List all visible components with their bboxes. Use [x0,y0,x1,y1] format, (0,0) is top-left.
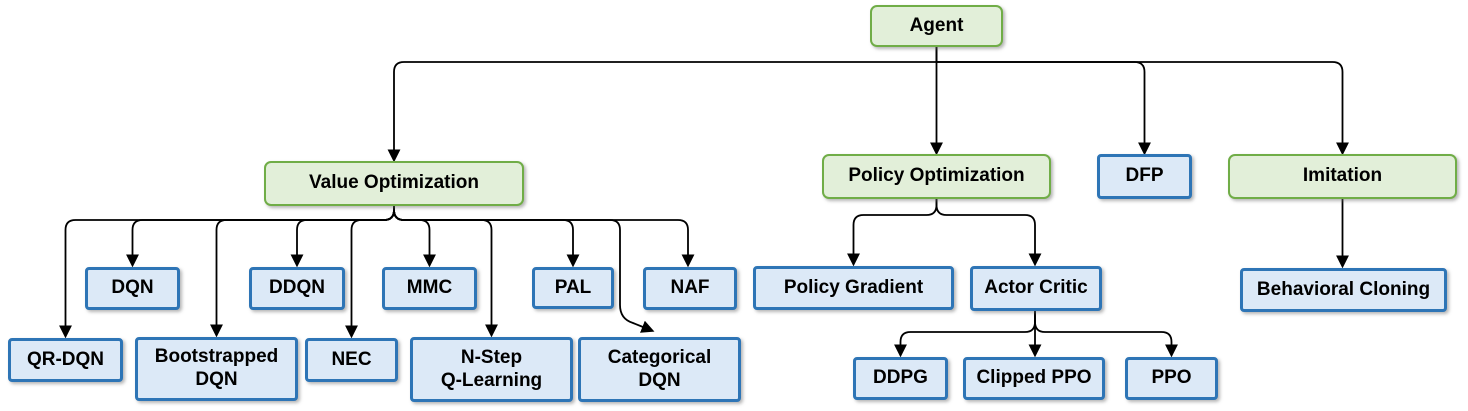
node-nec: NEC [305,338,398,382]
node-bootstrapped-dqn: Bootstrapped DQN [135,337,298,401]
edge-value-optimization-naf [393,206,695,268]
node-ddqn: DDQN [249,267,345,310]
node-dqn: DQN [85,267,180,310]
node-dfp: DFP [1097,154,1192,199]
edge-policy-optimization-policy-gradient [847,199,938,267]
edge-policy-optimization-actor-critic [935,199,1042,267]
edge-value-optimization-pal [393,206,580,268]
node-policy-optimization: Policy Optimization [822,154,1051,199]
edge-value-optimization-ddqn [290,206,395,268]
node-ddpg: DDPG [853,357,948,400]
edge-actor-critic-ppo [1034,311,1178,358]
node-n-step-q-learning: N-Step Q-Learning [410,337,573,402]
node-ppo: PPO [1125,357,1218,400]
node-imitation: Imitation [1228,154,1457,199]
node-naf: NAF [643,267,737,310]
edge-value-optimization-dqn [126,206,395,268]
node-agent: Agent [870,5,1003,47]
node-qr-dqn: QR-DQN [8,338,123,382]
edge-actor-critic-ddpg [894,311,1036,358]
edge-value-optimization-mmc [393,206,436,268]
node-clipped-ppo: Clipped PPO [963,357,1105,400]
node-mmc: MMC [382,267,477,310]
node-actor-critic: Actor Critic [970,266,1102,311]
node-value-optimization: Value Optimization [264,161,524,206]
node-behavioral-cloning: Behavioral Cloning [1240,268,1447,312]
node-categorical-dqn: Categorical DQN [578,337,741,402]
edge-agent-value-optimization [387,47,938,163]
node-policy-gradient: Policy Gradient [753,266,954,310]
edge-agent-imitation [935,47,1349,156]
edge-value-optimization-nec [345,206,395,339]
node-pal: PAL [532,267,614,309]
